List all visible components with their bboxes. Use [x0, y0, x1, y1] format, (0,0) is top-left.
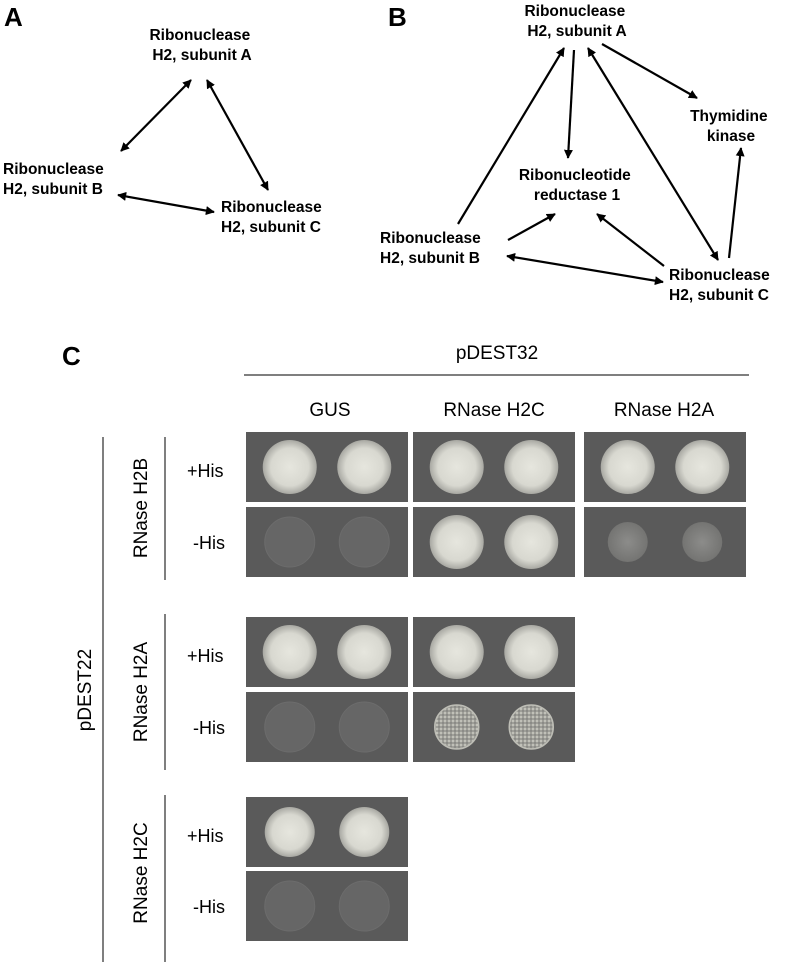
plate-3-plus-gus-colony-1 [264, 807, 315, 857]
plate-3-minus-gus-colony-2 [338, 880, 390, 932]
condition-label-h2c-minus: -His [193, 897, 225, 917]
plate-3-plus-gus-colony-2 [339, 807, 390, 857]
plate-1-minus-h2c-colony-2 [504, 515, 559, 569]
edge-b-a-rr [563, 49, 576, 159]
panel-a-letter: A [4, 2, 23, 32]
condition-label-h2c-plus: +His [187, 826, 224, 846]
plate-2-minus-gus-colony-1 [264, 701, 316, 753]
plate-1-minus-h2a-colony-2 [682, 522, 723, 562]
column-vector-label: pDEST32 [456, 343, 538, 364]
plate-3-minus-gus-colony-1 [264, 880, 316, 932]
edge-b-a-tk [601, 43, 698, 99]
node-a-subunit-b: Ribonuclease H2, subunit B [3, 161, 108, 198]
condition-label-h2a-plus: +His [187, 646, 224, 666]
panel-c-letter: C [62, 341, 81, 371]
plate-1-plus-h2a-colony-2 [675, 440, 730, 494]
plate-1-minus-gus-colony-2 [338, 516, 390, 568]
plate-2-minus-gus-colony-2 [338, 701, 390, 753]
plate-1-plus-h2c-colony-1 [429, 440, 484, 494]
edge-b-c-tk [727, 147, 745, 259]
panel-a: A Ribonuclease H2, subunit A Ribonucleas… [3, 2, 326, 236]
node-a-subunit-c: Ribonuclease H2, subunit C [221, 199, 326, 236]
column-label-rnase-h2a: RNase H2A [614, 400, 715, 421]
plate-2-plus-gus-colony-1 [262, 625, 317, 679]
edge-b-b-c [506, 252, 664, 286]
edge-b-b-a [457, 47, 565, 225]
panel-b: B Ribonuclease H2, subunit A Thymidine k… [380, 2, 774, 304]
row-group-label-h2c: RNase H2C [131, 822, 152, 923]
panel-c: C pDEST32 GUS RNase H2C RNase H2A pDEST2… [62, 341, 749, 962]
condition-label-h2b-minus: -His [193, 533, 225, 553]
node-a-subunit-a: Ribonuclease H2, subunit A [149, 27, 254, 64]
panel-b-edges [457, 43, 745, 286]
plate-1-minus-h2a-colony-1 [607, 522, 648, 562]
column-label-gus: GUS [309, 400, 350, 421]
plate-1-minus-h2c-colony-1 [429, 515, 484, 569]
plate-1-plus-gus-colony-2 [337, 440, 392, 494]
node-b-subunit-a: Ribonuclease H2, subunit A [524, 3, 629, 40]
plate-2-plus-h2c-colony-2 [504, 625, 559, 679]
edge-b-a-c [587, 47, 719, 261]
node-b-subunit-c: Ribonuclease H2, subunit C [669, 267, 774, 304]
plate-1-plus-h2c-colony-2 [504, 440, 559, 494]
edge-b-c [117, 191, 215, 216]
plate-2-minus-h2c-colony-2 [508, 704, 555, 750]
condition-label-h2a-minus: -His [193, 718, 225, 738]
panel-b-letter: B [388, 2, 407, 32]
plate-1-plus-h2a-colony-1 [600, 440, 655, 494]
edge-b-c-rr [596, 213, 665, 267]
node-b-thymidine-kinase: Thymidine kinase [690, 108, 772, 145]
plate-2-plus-h2c-colony-1 [429, 625, 484, 679]
plate-2-minus-h2c-colony-1 [433, 704, 480, 750]
panel-a-edges [117, 79, 269, 216]
node-b-subunit-b: Ribonuclease H2, subunit B [380, 230, 485, 267]
column-label-rnase-h2c: RNase H2C [443, 400, 544, 421]
edge-a-b [120, 79, 192, 152]
row-group-label-h2b: RNase H2B [131, 458, 152, 558]
condition-label-h2b-plus: +His [187, 461, 224, 481]
plate-2-plus-gus-colony-2 [337, 625, 392, 679]
row-group-label-h2a: RNase H2A [131, 642, 152, 743]
plate-1-plus-gus-colony-1 [262, 440, 317, 494]
node-b-ribonucleotide-reductase: Ribonucleotide reductase 1 [519, 167, 635, 204]
edge-b-b-rr [507, 213, 556, 241]
edge-a-c [206, 79, 269, 191]
row-vector-label: pDEST22 [75, 649, 96, 731]
plate-1-minus-gus-colony-1 [264, 516, 316, 568]
plate-images [246, 432, 746, 941]
